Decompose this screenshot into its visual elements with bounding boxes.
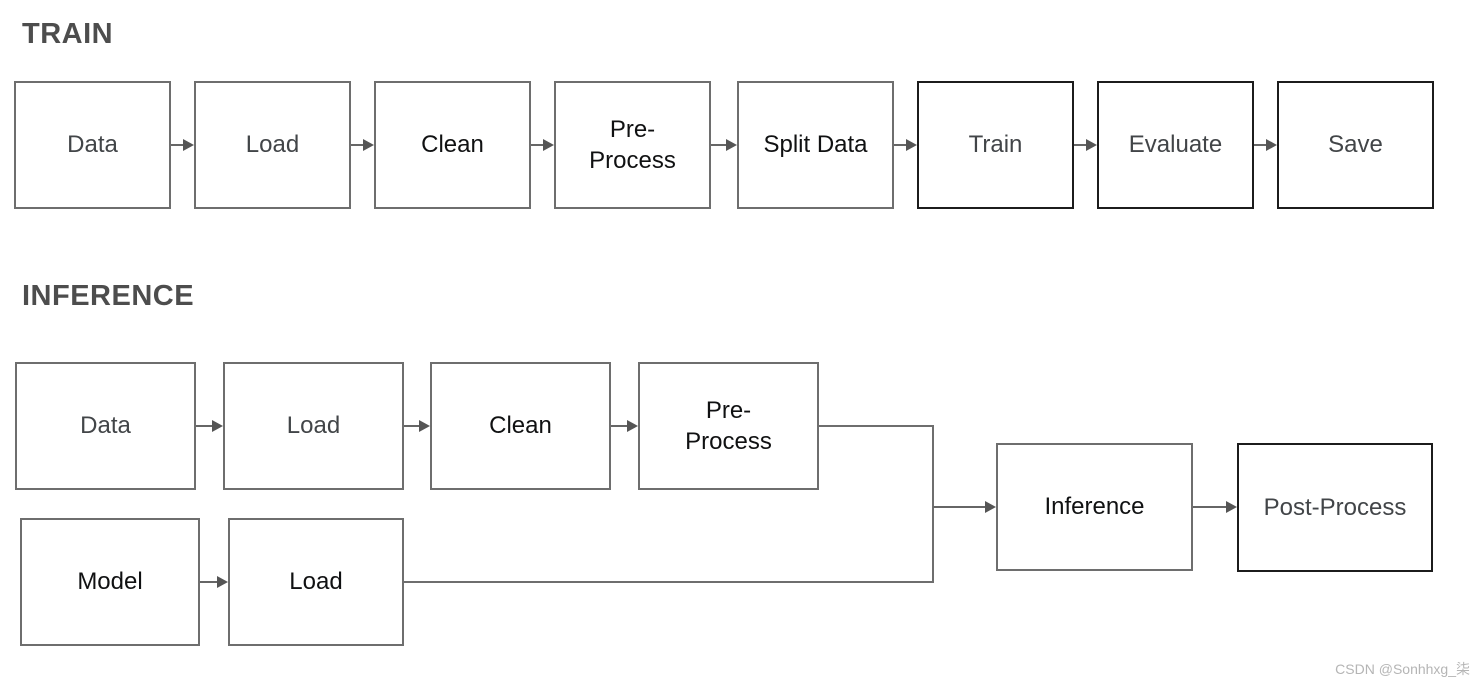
flow-arrow-icon [711, 139, 737, 151]
flow-arrow-icon [200, 576, 228, 588]
connector-line-preprocess-out [819, 425, 934, 427]
flow-arrow-icon [894, 139, 917, 151]
inference-node-post-process: Post-Process [1237, 443, 1433, 572]
flow-arrow-icon [351, 139, 374, 151]
flow-arrow-icon [404, 420, 430, 432]
inference-node-clean: Clean [430, 362, 611, 490]
node-label: Data [80, 412, 131, 440]
flow-arrow-icon [933, 501, 996, 513]
inference-node-inference: Inference [996, 443, 1193, 571]
flow-arrow-icon [531, 139, 554, 151]
train-node-clean: Clean [374, 81, 531, 209]
node-label: Pre- Process [589, 115, 676, 174]
node-label: Data [67, 131, 118, 159]
node-label: Load [286, 412, 341, 440]
connector-line-vertical [932, 425, 934, 583]
train-node-data: Data [14, 81, 171, 209]
flow-arrow-icon [196, 420, 223, 432]
flow-arrow-icon [171, 139, 194, 151]
flow-arrow-icon [611, 420, 638, 432]
node-label: Clean [421, 131, 484, 159]
flow-arrow-icon [1074, 139, 1097, 151]
inference-node-pre-process: Pre- Process [638, 362, 819, 490]
train-node-train: Train [917, 81, 1074, 209]
node-label: Split Data [763, 131, 868, 159]
train-node-split-data: Split Data [737, 81, 894, 209]
flow-arrow-icon [1193, 501, 1237, 513]
train-section-title: TRAIN [22, 18, 114, 50]
node-label: Inference [1044, 493, 1145, 521]
node-label: Model [77, 568, 143, 596]
train-node-save: Save [1277, 81, 1434, 209]
inference-node-load: Load [223, 362, 404, 490]
train-node-load: Load [194, 81, 351, 209]
train-node-evaluate: Evaluate [1097, 81, 1254, 209]
inference-section-title: INFERENCE [22, 280, 195, 312]
watermark: CSDN @Sonhhxg_柒 [1335, 661, 1470, 677]
inference-node-data: Data [15, 362, 196, 490]
node-label: Post-Process [1263, 493, 1407, 521]
node-label: Train [968, 131, 1023, 159]
node-label: Load [289, 568, 343, 596]
train-node-pre-process: Pre- Process [554, 81, 711, 209]
connector-line-model-out [404, 581, 934, 583]
node-label: Evaluate [1128, 131, 1223, 159]
flow-arrow-icon [1254, 139, 1277, 151]
node-label: Clean [489, 412, 552, 440]
inference-node-model: Model [20, 518, 200, 646]
inference-node-model-load: Load [228, 518, 404, 646]
node-label: Pre- Process [685, 396, 772, 455]
node-label: Load [245, 131, 300, 159]
node-label: Save [1328, 131, 1383, 159]
